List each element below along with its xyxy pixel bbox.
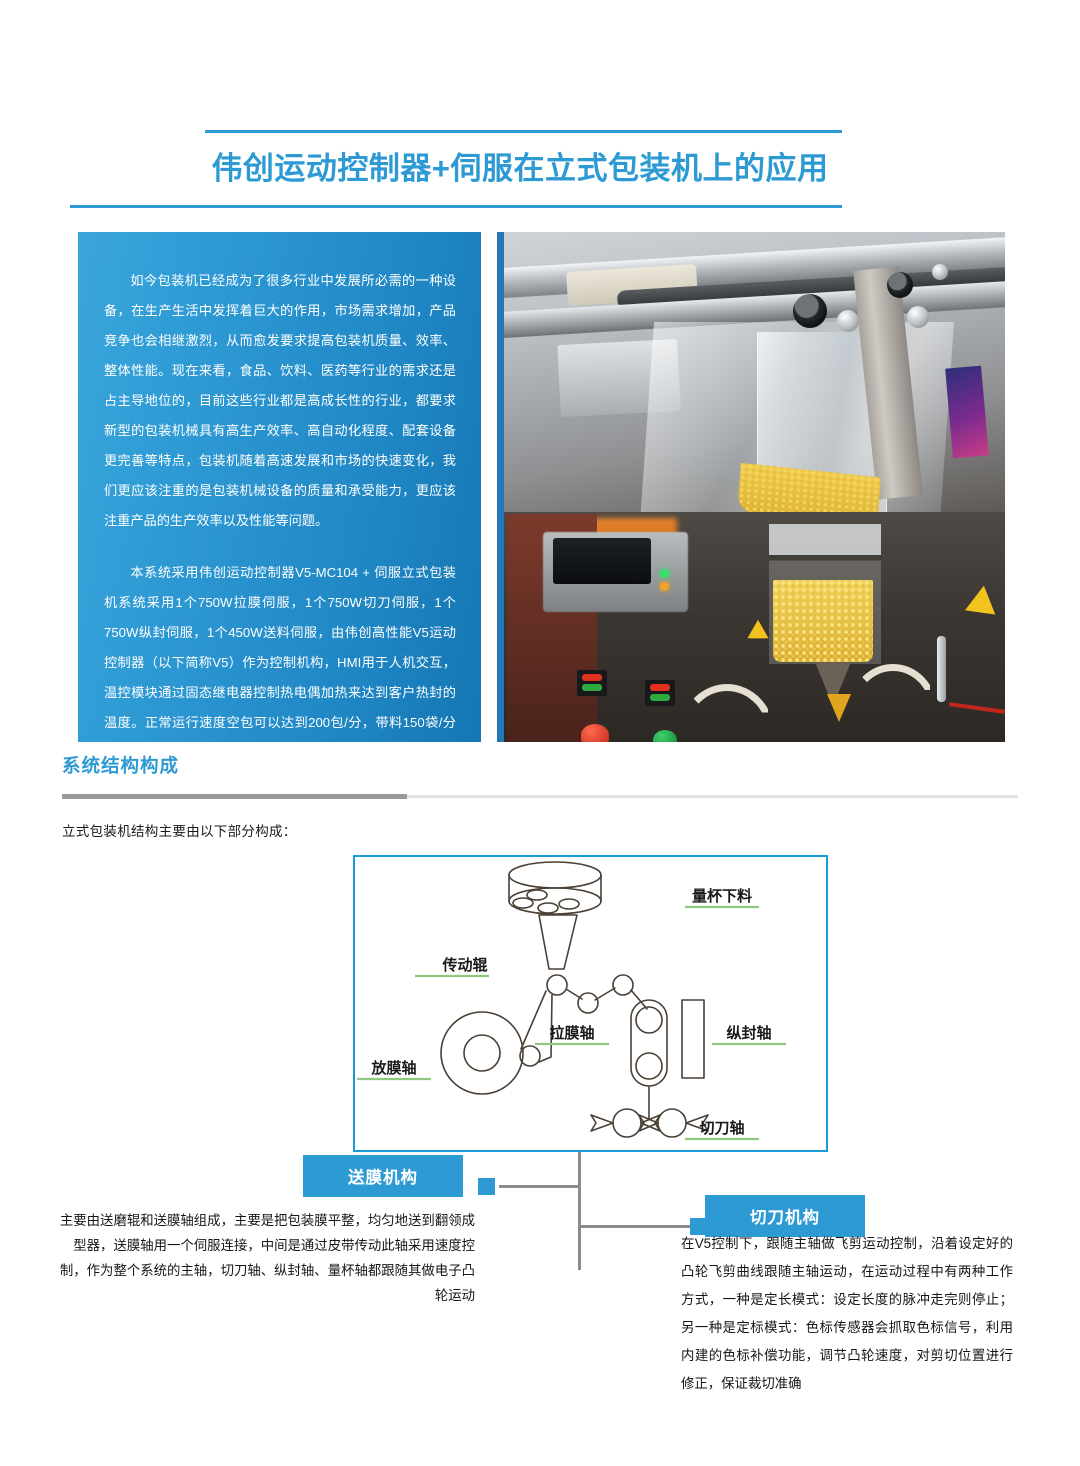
photo-bearing-ring-2: [887, 272, 913, 298]
film-path-5: [630, 989, 648, 1010]
film-path-3: [565, 988, 583, 1000]
connector-branch-left: [499, 1185, 581, 1188]
photo-led-green: [660, 569, 669, 578]
intro-paragraph-1: 如今包装机已经成为了很多行业中发展所必需的一种设备，在生产生活中发挥着巨大的作用…: [104, 273, 456, 528]
section-rule-light: [407, 795, 1018, 798]
cup-hole-3: [558, 898, 580, 910]
film-path-1: [520, 990, 547, 1050]
cutter-mechanism-box: 切刀机构: [705, 1195, 865, 1237]
pull-shaft-body: [630, 999, 668, 1087]
photo-bolt-1: [837, 310, 859, 332]
cup-hole-2: [512, 897, 534, 909]
cutter-circle-right: [657, 1108, 687, 1138]
machine-schematic-diagram: 量杯下料 传动辊 拉膜轴 纵封轴 放膜轴 切刀轴: [353, 855, 828, 1152]
page-title: 伟创运动控制器+伺服在立式包装机上的应用: [211, 151, 829, 186]
roller-drive-top: [546, 974, 568, 996]
photo-green-knob: [653, 730, 677, 742]
cutter-mechanism-label: 切刀机构: [750, 1209, 820, 1227]
photo-button-red-1: [582, 674, 602, 681]
diagram-label-vertical-seal: 纵封轴: [726, 1024, 771, 1042]
photo-bearing-ring: [793, 294, 827, 328]
photo-button-red-2: [650, 684, 670, 691]
photo-left-accent-border: [497, 232, 1005, 742]
cutter-arrow-mid-left: [638, 1114, 659, 1132]
film-roll-outer: [440, 1011, 524, 1095]
photo-button-green-1: [582, 684, 602, 691]
pull-shaft-roller-bottom: [635, 1052, 663, 1080]
intro-panel: 如今包装机已经成为了很多行业中发展所必需的一种设备，在生产生活中发挥着巨大的作用…: [78, 232, 481, 760]
pull-shaft-roller-top: [635, 1006, 663, 1034]
cutter-circle-left: [612, 1108, 642, 1138]
connector-vertical-trunk: [578, 1152, 581, 1270]
photo-hose-right: [849, 664, 937, 710]
photo-bolt-3: [932, 264, 948, 280]
diagram-label-drive-roller: 传动辊: [441, 956, 487, 974]
intro-paragraph-2: 本系统采用伟创运动控制器V5-MC104 + 伺服立式包装机系统采用1个750W…: [104, 565, 456, 760]
connector-branch-right: [578, 1225, 696, 1228]
cutter-arrow-right: [685, 1114, 709, 1132]
connector-node-right: [690, 1218, 707, 1235]
title-rule-bottom: [70, 205, 842, 208]
connector-node-left: [478, 1178, 495, 1195]
photo-bag-contents: [773, 580, 873, 662]
photo-funnel-tip: [827, 694, 851, 722]
cutter-mechanism-text: 在V5控制下，跟随主轴做飞剪运动控制，沿着设定好的凸轮飞剪曲线跟随主轴运动，在运…: [681, 1236, 1013, 1391]
machine-photo: [497, 232, 1005, 742]
diagram-label-cutter: 切刀轴: [699, 1119, 744, 1137]
film-feed-mechanism-label: 送膜机构: [348, 1169, 418, 1187]
film-path-4: [594, 987, 616, 1001]
diagram-label-film-unwind: 放膜轴: [370, 1059, 416, 1077]
roller-idler-1: [519, 1045, 541, 1067]
roller-idler-2: [577, 992, 599, 1014]
film-path-2: [538, 994, 553, 1063]
photo-warning-triangle-left: [747, 619, 769, 639]
photo-pneumatic-rod: [937, 636, 946, 702]
schematic-svg: 量杯下料 传动辊 拉膜轴 纵封轴 放膜轴 切刀轴: [357, 861, 786, 1141]
cup-top-ellipse: [508, 861, 602, 889]
cutter-arrow-left: [590, 1114, 614, 1132]
section-rule-dark: [62, 794, 407, 799]
photo-bolt-2: [907, 306, 929, 328]
section-heading: 系统结构构成: [62, 755, 180, 776]
photo-hose-left: [679, 684, 775, 736]
cup-hole-4: [537, 902, 559, 914]
film-feed-mechanism-box: 送膜机构: [303, 1155, 463, 1197]
photo-button-green-2: [650, 694, 670, 701]
title-rule-top: [205, 130, 842, 133]
photo-emergency-stop: [581, 724, 609, 742]
cutter-arrow-mid-right: [640, 1114, 661, 1132]
section-lead-text: 立式包装机结构主要由以下部分构成：: [62, 824, 297, 839]
cup-hole-1: [526, 889, 548, 901]
photo-hmi-screen: [553, 538, 651, 584]
roller-drive-top-2: [612, 974, 634, 996]
diagram-label-pull-shaft: 拉膜轴: [549, 1024, 594, 1042]
film-roll-inner: [463, 1034, 501, 1072]
cup-bottom-ellipse: [508, 887, 602, 915]
funnel-shape: [538, 914, 578, 970]
vertical-seal-bar: [681, 999, 705, 1079]
film-feed-mechanism-text: 主要由送磨辊和送膜轴组成，主要是把包装膜平整，均匀地送到翻领成型器，送膜轴用一个…: [59, 1213, 475, 1303]
diagram-label-metering-cup: 量杯下料: [692, 887, 752, 905]
photo-led-orange: [660, 582, 669, 591]
